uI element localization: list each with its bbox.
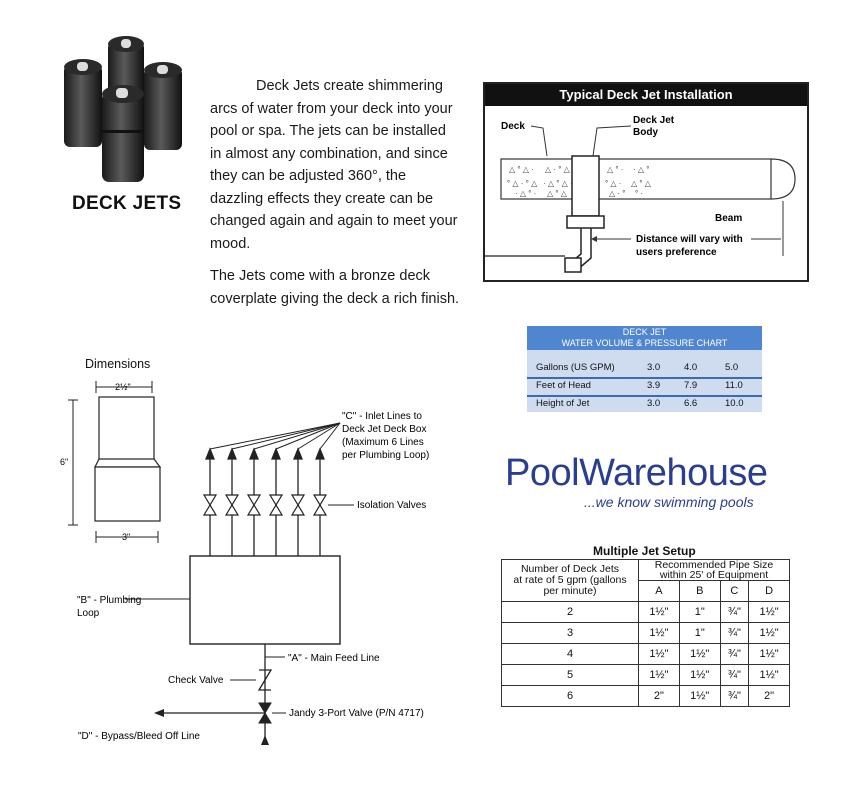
multiple-jet-title: Multiple Jet Setup xyxy=(593,544,696,558)
brand-name-b: Warehouse xyxy=(579,452,768,494)
deck-jets-photo xyxy=(64,36,182,182)
svg-text:△ ° ·: △ ° · xyxy=(607,165,623,174)
dim-height-label: 6" xyxy=(60,457,68,467)
installation-title: Typical Deck Jet Installation xyxy=(485,84,807,106)
svg-text:· △ °: · △ ° xyxy=(633,165,649,174)
svg-text:° △ ·: ° △ · xyxy=(605,179,621,188)
multiple-jet-table: Number of Deck Jets at rate of 5 gpm (ga… xyxy=(501,559,790,707)
mj-sub-d: D xyxy=(748,580,790,602)
brand-name-a: Pool xyxy=(505,452,580,494)
mj-header-right: Recommended Pipe Size within 25' of Equi… xyxy=(638,559,790,581)
svg-text:△ · °: △ · ° xyxy=(609,189,625,198)
brand-tagline: ...we know swimming pools xyxy=(584,494,754,510)
label-distance-1: Distance will vary with xyxy=(636,234,743,245)
svg-text:"A" - Main Feed Line: "A" - Main Feed Line xyxy=(288,653,380,664)
label-deck: Deck xyxy=(501,121,525,132)
installation-diagram: Typical Deck Jet Installation △ ° △ · ° △… xyxy=(483,82,809,282)
svg-text:Loop: Loop xyxy=(77,608,100,619)
svg-text:△ ° △ ·: △ ° △ · xyxy=(509,165,534,174)
plumbing-schematic: "C" - Inlet Lines to Deck Jet Deck Box (… xyxy=(77,411,429,745)
pressure-row-feet: Feet of Head 3.9 7.9 11.0 xyxy=(536,380,743,391)
description-paragraph-2: The Jets come with a bronze deck coverpl… xyxy=(210,268,460,307)
dimensions-title: Dimensions xyxy=(85,357,151,371)
pressure-row-height: Height of Jet 3.0 6.6 10.0 xyxy=(536,398,744,409)
dim-top-label: 2½" xyxy=(115,382,131,392)
dim-bottom-label: 3" xyxy=(122,532,130,542)
svg-text:"C" - Inlet Lines to: "C" - Inlet Lines to xyxy=(342,411,422,422)
label-body-1: Deck Jet xyxy=(633,115,675,126)
mj-sub-c: C xyxy=(719,580,750,602)
mj-sub-b: B xyxy=(678,580,721,602)
pressure-chart-title-2: WATER VOLUME & PRESSURE CHART xyxy=(561,338,728,348)
pressure-separator xyxy=(527,377,762,379)
mj-header-left: Number of Deck Jets at rate of 5 gpm (ga… xyxy=(501,559,639,602)
pressure-separator xyxy=(527,395,762,397)
label-beam: Beam xyxy=(715,213,742,224)
svg-text:"B" - Plumbing: "B" - Plumbing xyxy=(77,595,141,606)
description-paragraph-1: Deck Jets create shimmering arcs of wate… xyxy=(210,78,458,252)
product-description: Deck Jets create shimmering arcs of wate… xyxy=(210,75,460,320)
svg-text:Jandy 3-Port Valve (P/N 4717): Jandy 3-Port Valve (P/N 4717) xyxy=(289,708,424,719)
pressure-chart-title-1: DECK JET xyxy=(622,327,667,337)
svg-text:"D" - Bypass/Bleed Off Line: "D" - Bypass/Bleed Off Line xyxy=(78,731,200,742)
label-body-2: Body xyxy=(633,127,658,138)
mj-sub-a: A xyxy=(638,580,680,602)
pressure-chart: DECK JET WATER VOLUME & PRESSURE CHART G… xyxy=(527,326,762,412)
svg-text:per Plumbing Loop): per Plumbing Loop) xyxy=(342,450,429,461)
svg-text:· △ ° △ ·: · △ ° △ · xyxy=(543,179,573,188)
svg-text:△ · ° △: △ · ° △ xyxy=(545,165,571,174)
svg-text:Check Valve: Check Valve xyxy=(168,675,224,686)
svg-text:· △ ° ·: · △ ° · xyxy=(515,189,536,198)
svg-text:° ·: ° · xyxy=(635,189,643,198)
svg-text:△ ° △: △ ° △ xyxy=(547,189,568,198)
svg-text:△ ° △: △ ° △ xyxy=(631,179,652,188)
brand-logo: PoolWarehouse xyxy=(505,452,768,495)
svg-text:° △ · ° △: ° △ · ° △ xyxy=(507,179,538,188)
product-title: DECK JETS xyxy=(72,193,182,214)
label-distance-2: users preference xyxy=(636,247,717,258)
installation-drawing: △ ° △ · ° △ · ° △· △ ° · △ · ° △ · △ ° △ ·… xyxy=(485,115,796,273)
label-isolation-valves: Isolation Valves xyxy=(357,500,426,511)
svg-text:(Maximum 6 Lines: (Maximum 6 Lines xyxy=(342,437,424,448)
svg-text:Deck Jet Deck Box: Deck Jet Deck Box xyxy=(342,424,426,435)
dimensions-drawing: 2½" 6" 3" xyxy=(60,381,162,543)
pressure-row-gallons: Gallons (US GPM) 3.0 4.0 5.0 xyxy=(536,362,739,373)
pressure-chart-header: DECK JET WATER VOLUME & PRESSURE CHART xyxy=(527,326,762,350)
